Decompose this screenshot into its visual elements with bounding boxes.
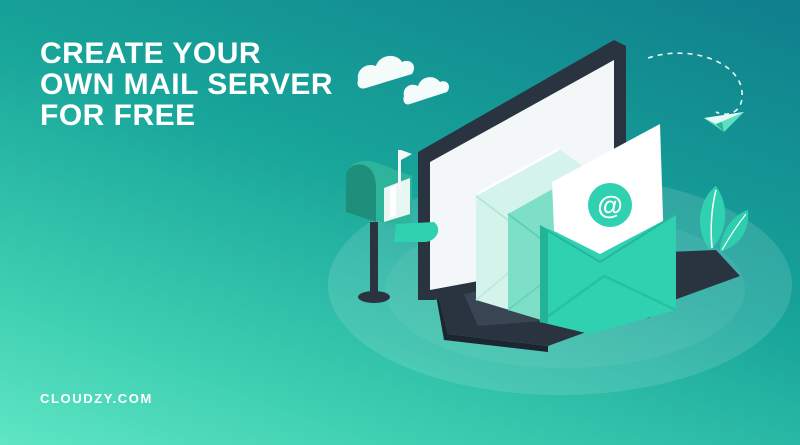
mailbox-icon xyxy=(346,150,439,303)
headline-line-2: OWN MAIL SERVER xyxy=(40,68,334,101)
envelope-icon: @ xyxy=(539,124,677,334)
leaf-icon xyxy=(699,186,749,252)
cloud-icon xyxy=(403,77,450,105)
brand-domain: CLOUDZY.COM xyxy=(40,391,153,406)
paper-plane-icon xyxy=(704,112,744,132)
headline-line-1: CREATE YOUR xyxy=(40,37,262,70)
cloud-icon xyxy=(357,55,415,89)
at-symbol-badge xyxy=(588,183,632,227)
page-title: CREATE YOUR OWN MAIL SERVER FOR FREE xyxy=(40,38,333,131)
flight-path xyxy=(647,52,743,116)
headline-line-3: FOR FREE xyxy=(40,99,196,132)
email-at-symbol: @ xyxy=(597,190,622,220)
